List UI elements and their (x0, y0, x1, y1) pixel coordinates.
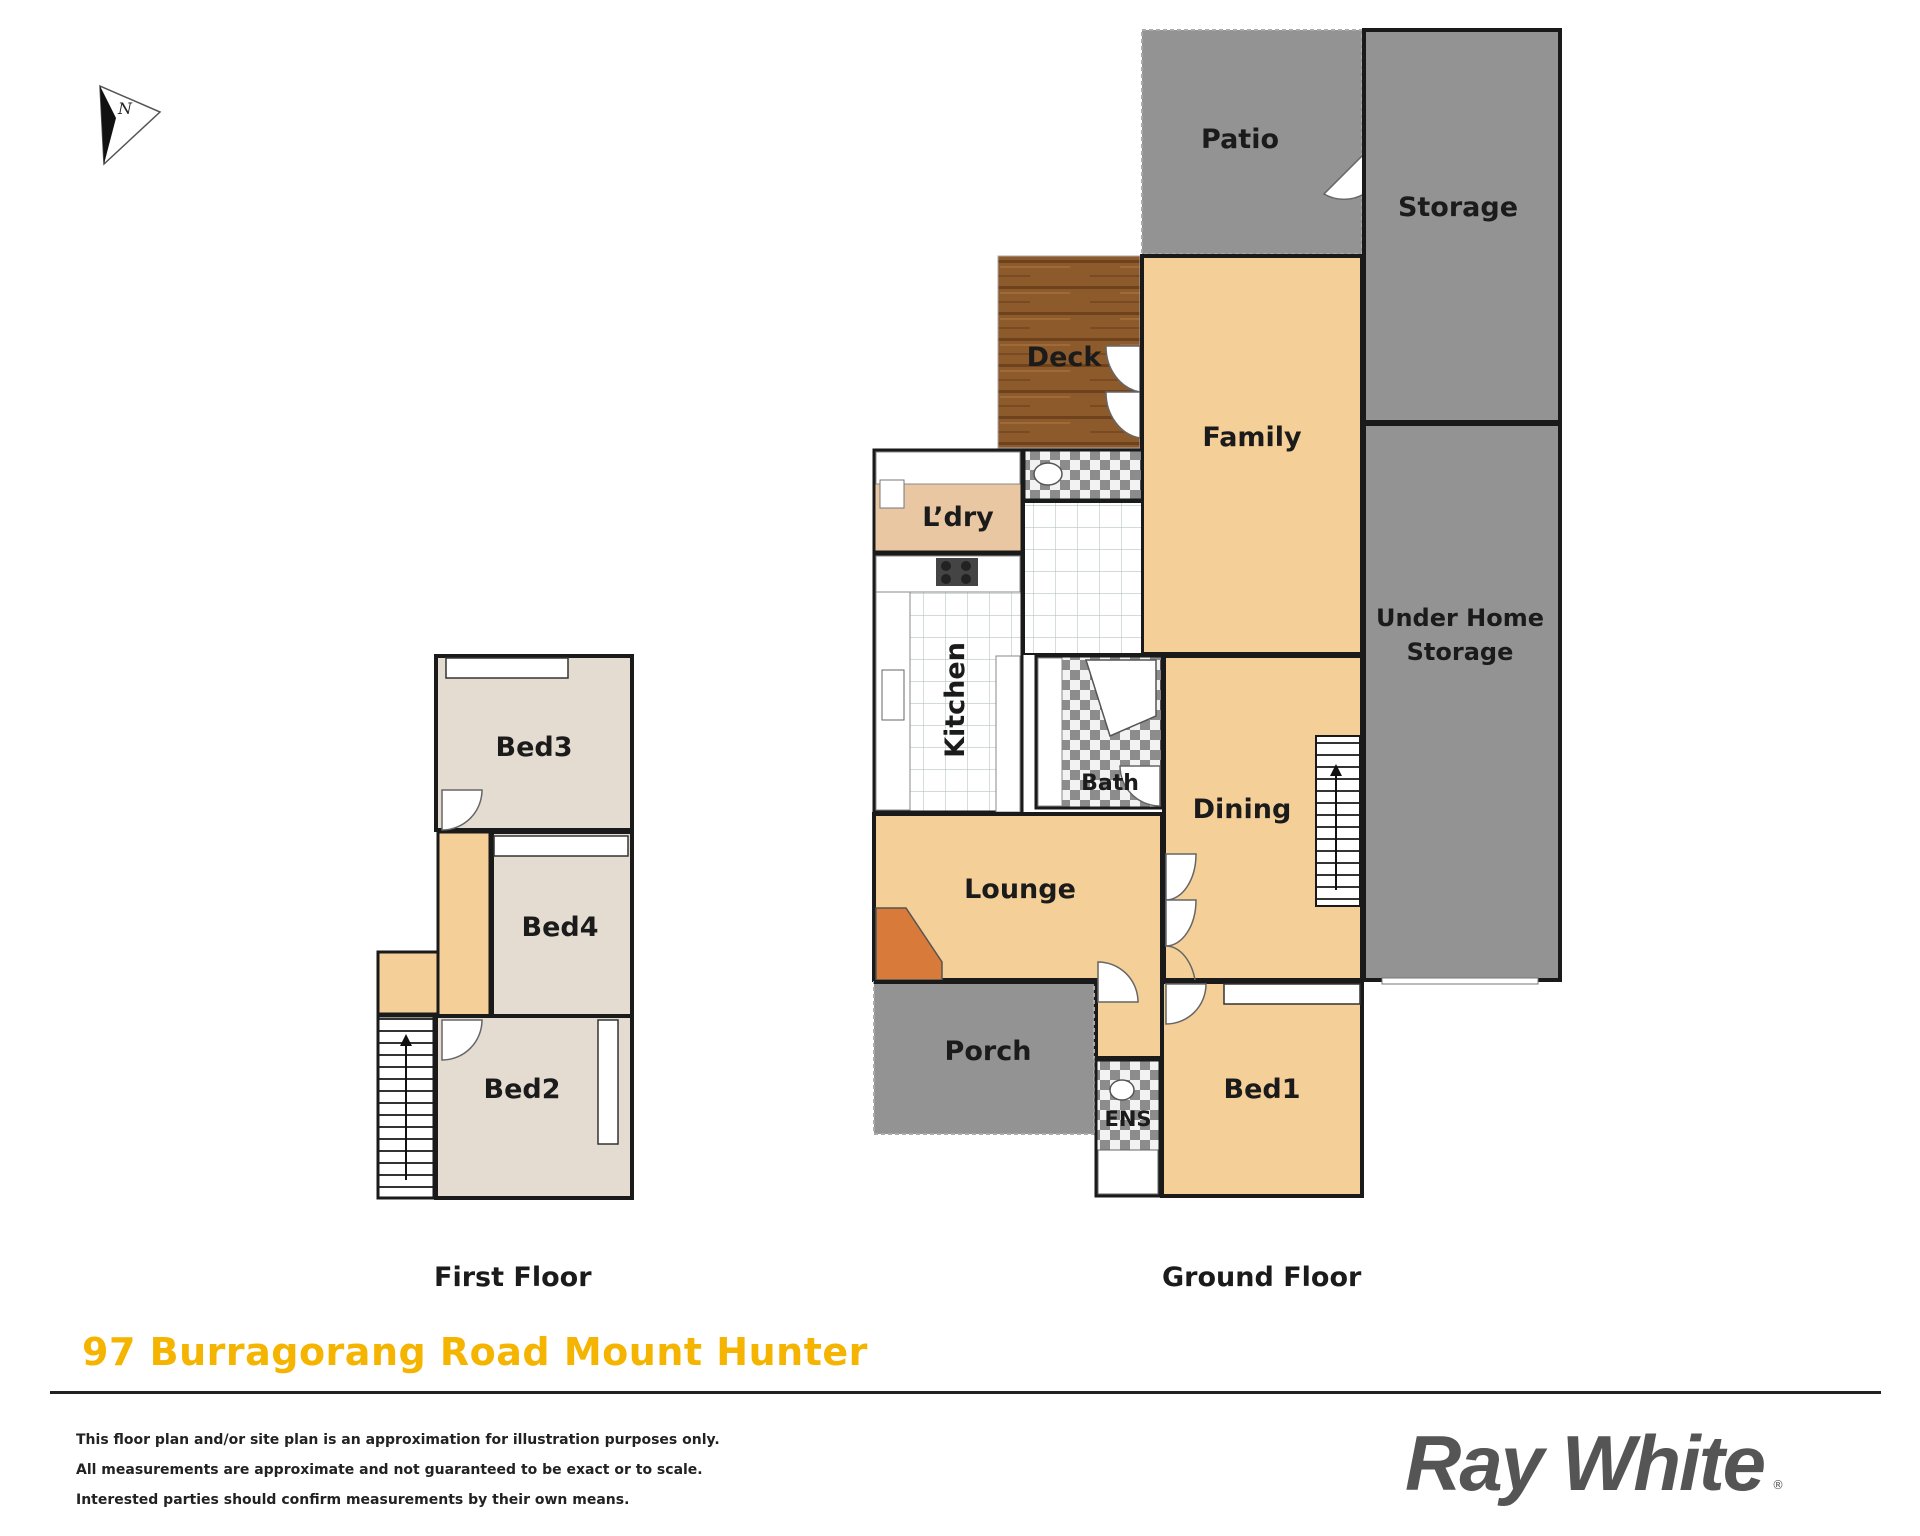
first-floor-landing (376, 950, 440, 1016)
room-label-dining: Dining (1193, 794, 1292, 825)
property-address: 97 Burragorang Road Mount Hunter (82, 1330, 868, 1374)
area-under-home-storage (1362, 422, 1562, 982)
room-label-bed4: Bed4 (521, 912, 598, 943)
room-label-deck: Deck (1027, 342, 1103, 373)
room-label-laundry: L’dry (922, 502, 994, 533)
ray-white-logo: Ray White (1405, 1419, 1766, 1507)
area-storage (1362, 28, 1562, 424)
room-family (1140, 254, 1364, 656)
disclaimer-line-3: Interested parties should confirm measur… (76, 1492, 630, 1508)
registered-mark: ® (1772, 1478, 1784, 1492)
room-label-bed1: Bed1 (1223, 1074, 1300, 1105)
ground-floor-stairs (1315, 735, 1361, 907)
room-bed1 (1160, 980, 1364, 1198)
room-label-kitchen: Kitchen (940, 642, 971, 758)
room-label-bath: Bath (1081, 771, 1139, 796)
room-label-storage: Storage (1398, 192, 1518, 223)
room-label-ensuite: ENS (1104, 1107, 1151, 1131)
disclaimer-line-2: All measurements are approximate and not… (76, 1462, 703, 1478)
north-arrow-icon: N (99, 84, 162, 166)
room-label-under-home-storage-1: Under Home (1376, 604, 1544, 632)
room-bed4 (490, 830, 634, 1018)
area-porch (873, 981, 1095, 1135)
divider-line (50, 1391, 1881, 1394)
first-floor-hall (436, 830, 492, 1018)
ground-floor-plan: Patio Storage Deck Family L’dry Kitchen … (872, 28, 1562, 1198)
first-floor-plan: Bed3 Bed4 Bed2 (376, 654, 634, 1200)
room-label-bed3: Bed3 (495, 732, 572, 763)
room-label-patio: Patio (1201, 124, 1279, 155)
tiled-hallway (1023, 501, 1143, 655)
disclaimer-line-1: This floor plan and/or site plan is an a… (76, 1432, 720, 1448)
room-label-family: Family (1202, 422, 1302, 453)
room-label-under-home-storage-2: Storage (1407, 638, 1514, 666)
room-label-bed2: Bed2 (483, 1074, 560, 1105)
area-patio (1141, 29, 1363, 255)
room-label-lounge: Lounge (964, 874, 1076, 905)
first-floor-caption: First Floor (434, 1262, 592, 1293)
ground-floor-caption: Ground Floor (1162, 1262, 1362, 1293)
room-label-porch: Porch (945, 1036, 1032, 1067)
north-label: N (117, 99, 133, 118)
